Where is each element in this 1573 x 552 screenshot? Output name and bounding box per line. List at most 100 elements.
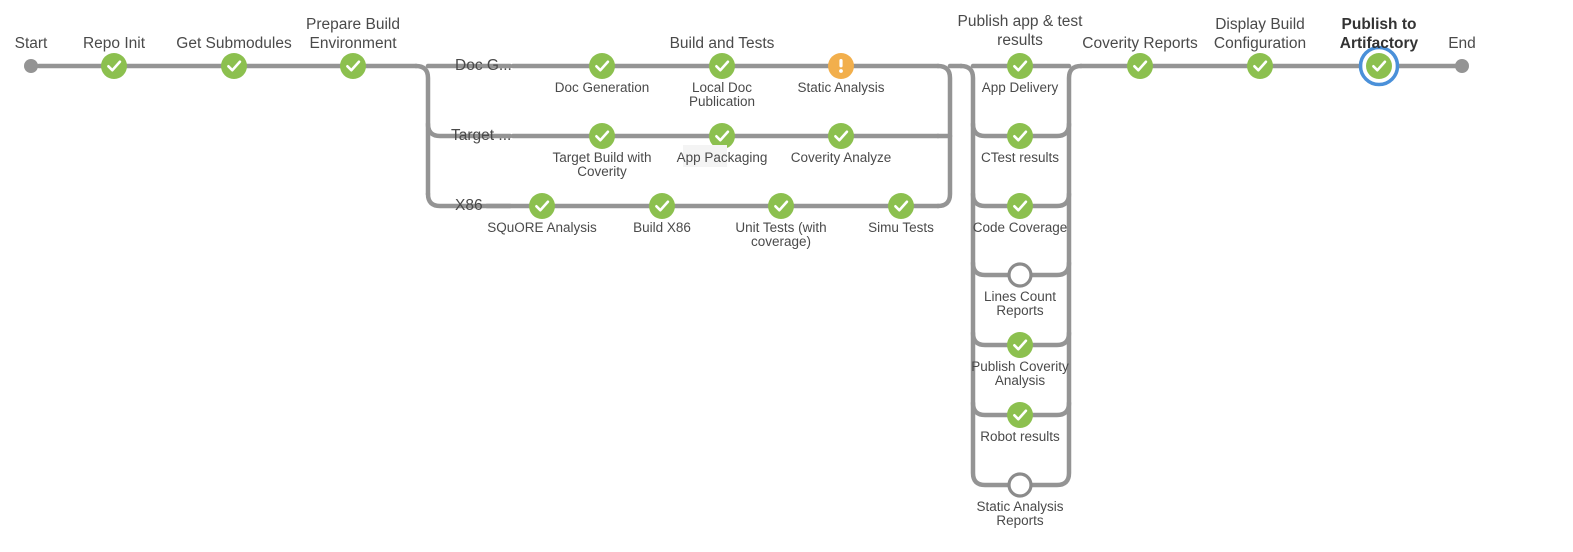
- edge-publish-in-publish-coverity-analysis: [970, 330, 1010, 348]
- branch-name-x86[interactable]: X86: [455, 197, 483, 214]
- stage-heading-repo-init[interactable]: Repo Init: [82, 35, 146, 52]
- stage-heading-build-and-tests[interactable]: Build and Tests: [669, 35, 775, 52]
- node-hitarea-squore-analysis[interactable]: [525, 189, 559, 223]
- node-caption-app-packaging: App Packaging: [676, 150, 768, 165]
- branch-name-target[interactable]: Target ...: [451, 127, 512, 144]
- node-hitarea-robot-results[interactable]: [1003, 398, 1037, 432]
- pipeline-node-static-analysis[interactable]: [828, 53, 854, 79]
- branch-name-doc-g[interactable]: Doc G...: [455, 57, 512, 74]
- node-caption-squore-analysis: SQuORE Analysis: [487, 220, 597, 235]
- pipeline-node-prepare-build-environment[interactable]: [340, 53, 366, 79]
- status-circle: [1007, 123, 1033, 149]
- node-hitarea-local-doc-publication[interactable]: [705, 49, 739, 83]
- status-circle: [589, 53, 615, 79]
- status-circle: [888, 193, 914, 219]
- pipeline-node-publish-coverity-analysis[interactable]: [1007, 332, 1033, 358]
- edge-publish-out-lines-count-reports: [1030, 260, 1072, 278]
- pipeline-node-local-doc-publication[interactable]: [709, 53, 735, 79]
- pipeline-node-lines-count-reports[interactable]: [1007, 262, 1033, 288]
- node-hitarea-build-x86[interactable]: [645, 189, 679, 223]
- pipeline-node-publish-to-artifactory[interactable]: [1358, 45, 1400, 87]
- status-circle: [1127, 53, 1153, 79]
- node-hitarea-static-analysis-reports[interactable]: [1003, 468, 1037, 502]
- check-icon: [715, 60, 730, 72]
- edge-publish-in-robot-results: [970, 400, 1010, 418]
- pipeline-node-end[interactable]: [1455, 59, 1469, 73]
- pipeline-node-start[interactable]: [24, 59, 38, 73]
- pipeline-node-build-x86[interactable]: [649, 193, 675, 219]
- node-hitarea-unit-tests-with-coverage[interactable]: [764, 189, 798, 223]
- pipeline-node-get-submodules[interactable]: [221, 53, 247, 79]
- stage-heading-start[interactable]: Start: [14, 35, 48, 52]
- stage-heading-coverity-reports[interactable]: Coverity Reports: [1082, 35, 1198, 52]
- node-caption-target-build-with-coverity: Target Build with Coverity: [552, 150, 652, 179]
- pipeline-node-static-analysis-reports[interactable]: [1007, 472, 1033, 498]
- pipeline-node-app-delivery[interactable]: [1007, 53, 1033, 79]
- node-hitarea-static-analysis[interactable]: [824, 49, 858, 83]
- status-circle: [589, 123, 615, 149]
- node-hitarea-publish-to-artifactory[interactable]: [1362, 49, 1396, 83]
- node-hitarea-code-coverage[interactable]: [1003, 189, 1037, 223]
- pipeline-node-robot-results[interactable]: [1007, 402, 1033, 428]
- node-hitarea-display-build-configuration[interactable]: [1243, 49, 1277, 83]
- stage-heading-display-build-configuration[interactable]: Display Build Configuration: [1213, 16, 1307, 52]
- node-hitarea-start[interactable]: [14, 49, 48, 83]
- node-hitarea-doc-generation[interactable]: [585, 49, 619, 83]
- pipeline-node-app-packaging[interactable]: [709, 123, 735, 149]
- node-caption-code-coverage: Code Coverage: [972, 220, 1068, 235]
- node-caption-coverity-analyze: Coverity Analyze: [790, 150, 892, 165]
- check-icon: [894, 200, 909, 212]
- stage-heading-prepare-build-environment[interactable]: Prepare Build Environment: [306, 16, 400, 52]
- stage-heading-publish-app-test-results[interactable]: Publish app & test results: [957, 13, 1083, 49]
- node-hitarea-simu-tests[interactable]: [884, 189, 918, 223]
- node-hitarea-ctest-results[interactable]: [1003, 119, 1037, 153]
- exclamation-icon: [839, 59, 843, 68]
- check-icon: [1253, 60, 1268, 72]
- stage-heading-get-submodules[interactable]: Get Submodules: [176, 35, 292, 52]
- pipeline-node-squore-analysis[interactable]: [529, 193, 555, 219]
- pipeline-node-unit-tests-with-coverage[interactable]: [768, 193, 794, 219]
- edge-publish-out-robot-results: [1030, 400, 1072, 418]
- pipeline-node-repo-init[interactable]: [101, 53, 127, 79]
- check-icon: [774, 200, 789, 212]
- status-circle: [1247, 53, 1273, 79]
- node-hitarea-target-build-with-coverity[interactable]: [585, 119, 619, 153]
- node-caption-lines-count-reports: Lines Count Reports: [983, 289, 1057, 318]
- node-caption-doc-generation: Doc Generation: [554, 80, 650, 95]
- pipeline-node-coverity-analyze[interactable]: [828, 123, 854, 149]
- pipeline-node-ctest-results[interactable]: [1007, 123, 1033, 149]
- node-hitarea-app-packaging[interactable]: [705, 119, 739, 153]
- check-icon: [595, 130, 610, 142]
- edge-branch-head-x86: [425, 191, 513, 209]
- terminal-dot-icon: [24, 59, 38, 73]
- stage-heading-publish-to-artifactory[interactable]: Publish to Artifactory: [1339, 16, 1419, 52]
- node-hitarea-coverity-reports[interactable]: [1123, 49, 1157, 83]
- status-circle: [529, 193, 555, 219]
- node-hitarea-repo-init[interactable]: [97, 49, 131, 83]
- node-caption-static-analysis-reports: Static Analysis Reports: [976, 499, 1064, 528]
- label-backdrop-artifact: [683, 145, 727, 167]
- check-icon: [227, 60, 242, 72]
- status-circle: [1007, 402, 1033, 428]
- node-hitarea-lines-count-reports[interactable]: [1003, 258, 1037, 292]
- node-hitarea-prepare-build-environment[interactable]: [336, 49, 370, 83]
- pipeline-node-target-build-with-coverity[interactable]: [589, 123, 615, 149]
- pipeline-node-simu-tests[interactable]: [888, 193, 914, 219]
- node-hitarea-coverity-analyze[interactable]: [824, 119, 858, 153]
- node-hitarea-app-delivery[interactable]: [1003, 49, 1037, 83]
- check-icon: [535, 200, 550, 212]
- node-hitarea-publish-coverity-analysis[interactable]: [1003, 328, 1037, 362]
- status-circle: [768, 193, 794, 219]
- node-hitarea-get-submodules[interactable]: [217, 49, 251, 83]
- check-icon: [1013, 409, 1028, 421]
- node-hitarea-end[interactable]: [1445, 49, 1479, 83]
- status-circle: [1007, 193, 1033, 219]
- pipeline-node-coverity-reports[interactable]: [1127, 53, 1153, 79]
- node-caption-app-delivery: App Delivery: [981, 80, 1059, 95]
- pipeline-node-display-build-configuration[interactable]: [1247, 53, 1273, 79]
- stage-heading-end[interactable]: End: [1448, 35, 1476, 52]
- status-circle: [221, 53, 247, 79]
- pipeline-node-doc-generation[interactable]: [589, 53, 615, 79]
- pipeline-node-code-coverage[interactable]: [1007, 193, 1033, 219]
